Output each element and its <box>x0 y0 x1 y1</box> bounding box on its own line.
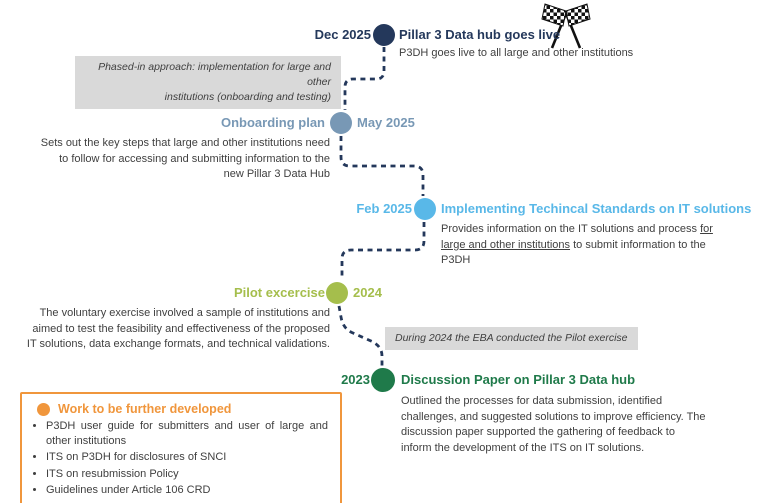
phased-in-callout-line2: institutions (onboarding and testing) <box>164 91 331 103</box>
milestone-date-feb-2025: Feb 2025 <box>356 201 412 216</box>
future-work-item: ITS on resubmission Policy <box>46 467 328 482</box>
future-work-list: P3DH user guide for submitters and user … <box>46 419 328 498</box>
milestone-desc-dec-2025: P3DH goes live to all large and other in… <box>399 47 634 59</box>
phased-in-callout-line1: Phased-in approach: implementation for l… <box>98 61 331 88</box>
milestone-desc-may-2025: Sets out the key steps that large and ot… <box>40 137 330 180</box>
milestone-desc-feb-2025: Provides information on the IT solutions… <box>441 223 713 266</box>
milestone-dot-dec-2025 <box>373 24 395 46</box>
future-work-box: Work to be further developed P3DH user g… <box>20 392 342 503</box>
phased-in-callout: Phased-in approach: implementation for l… <box>75 56 341 109</box>
milestone-title-2024: Pilot excercise <box>233 285 325 300</box>
milestone-desc-2023: Outlined the processes for data submissi… <box>401 395 706 454</box>
orange-dot-icon <box>37 402 50 416</box>
timeline-dashed-path <box>337 47 426 367</box>
milestone-dot-may-2025 <box>330 112 352 134</box>
milestone-date-2024: 2024 <box>353 285 382 300</box>
future-work-item: ITS on P3DH for disclosures of SNCI <box>46 450 328 465</box>
future-work-header: Work to be further developed <box>37 402 340 416</box>
during-2024-callout: During 2024 the EBA conducted the Pilot … <box>385 327 638 350</box>
milestone-desc-2024: The voluntary exercise involved a sample… <box>26 307 330 350</box>
milestone-title-may-2025: Onboarding plan <box>221 115 325 130</box>
milestone-title-feb-2025: Implementing Techincal Standards on IT s… <box>441 201 752 216</box>
milestone-dot-2023 <box>371 368 395 392</box>
future-work-item: P3DH user guide for submitters and user … <box>46 419 328 448</box>
milestone-dot-2024 <box>326 282 348 304</box>
milestone-date-may-2025: May 2025 <box>357 115 415 130</box>
milestone-date-dec-2025: Dec 2025 <box>314 27 371 42</box>
milestone-title-dec-2025: Pillar 3 Data hub goes live <box>399 27 561 42</box>
future-work-title: Work to be further developed <box>58 402 232 416</box>
milestone-title-2023: Discussion Paper on Pillar 3 Data hub <box>401 372 636 387</box>
checkered-flag-icon <box>541 3 591 49</box>
milestone-date-2023: 2023 <box>341 372 370 387</box>
future-work-item: Guidelines under Article 106 CRD <box>46 483 328 498</box>
milestone-dot-feb-2025 <box>414 198 436 220</box>
